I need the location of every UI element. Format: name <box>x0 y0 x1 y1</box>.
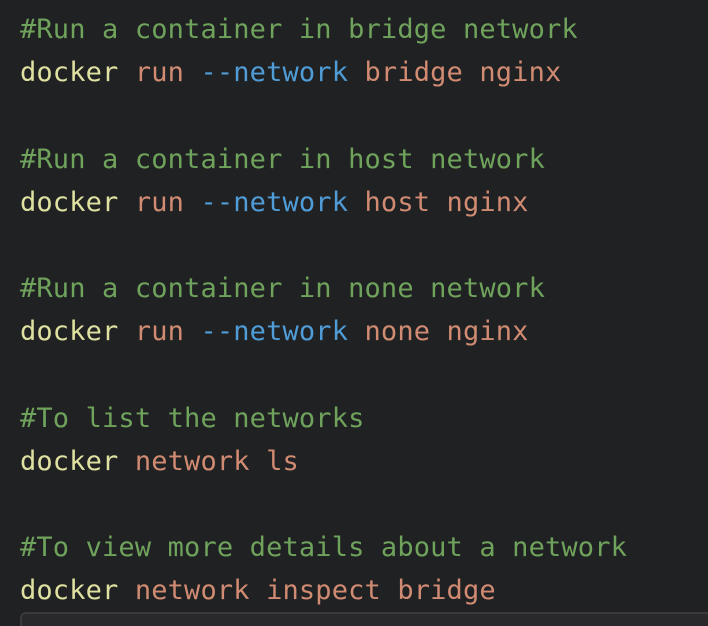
code-line <box>20 94 708 137</box>
code-line: #To view more details about a network <box>20 526 708 569</box>
token-command: docker <box>20 316 119 348</box>
token-argument: run <box>118 186 201 218</box>
token-command: docker <box>20 186 119 218</box>
token-argument: run <box>118 57 201 89</box>
token-argument: host nginx <box>348 186 529 218</box>
code-line: #Run a container in bridge network <box>20 8 708 51</box>
token-command: docker <box>20 57 119 89</box>
token-command: docker <box>20 575 119 607</box>
code-line: #Run a container in host network <box>20 138 708 181</box>
code-block: #Run a container in bridge network docker… <box>20 8 708 612</box>
token-comment: #Run a container in none network <box>20 273 545 305</box>
token-comment: #Run a container in host network <box>20 143 545 175</box>
token-flag: --network <box>200 57 349 89</box>
token-argument: none nginx <box>348 316 529 348</box>
token-flag: --network <box>200 186 349 218</box>
next-block-edge <box>20 612 708 626</box>
token-comment: #Run a container in bridge network <box>20 14 578 45</box>
token-argument: bridge nginx <box>348 57 562 89</box>
token-argument: network inspect bridge <box>118 575 496 607</box>
code-line: docker run --network none nginx <box>20 310 708 353</box>
token-command: docker <box>20 445 119 477</box>
code-line <box>20 354 708 397</box>
code-line: docker run --network host nginx <box>20 181 708 224</box>
token-comment: #To list the networks <box>20 402 365 434</box>
code-line <box>20 224 708 267</box>
token-flag: --network <box>200 316 349 348</box>
code-line: docker network inspect bridge <box>20 569 708 612</box>
code-line: docker run --network bridge nginx <box>20 51 708 94</box>
token-argument: network ls <box>118 445 299 477</box>
code-line: #Run a container in none network <box>20 267 708 310</box>
code-line <box>20 483 708 526</box>
code-line: #To list the networks <box>20 397 708 440</box>
token-comment: #To view more details about a network <box>20 532 627 564</box>
code-line: docker network ls <box>20 440 708 483</box>
token-argument: run <box>118 316 201 348</box>
